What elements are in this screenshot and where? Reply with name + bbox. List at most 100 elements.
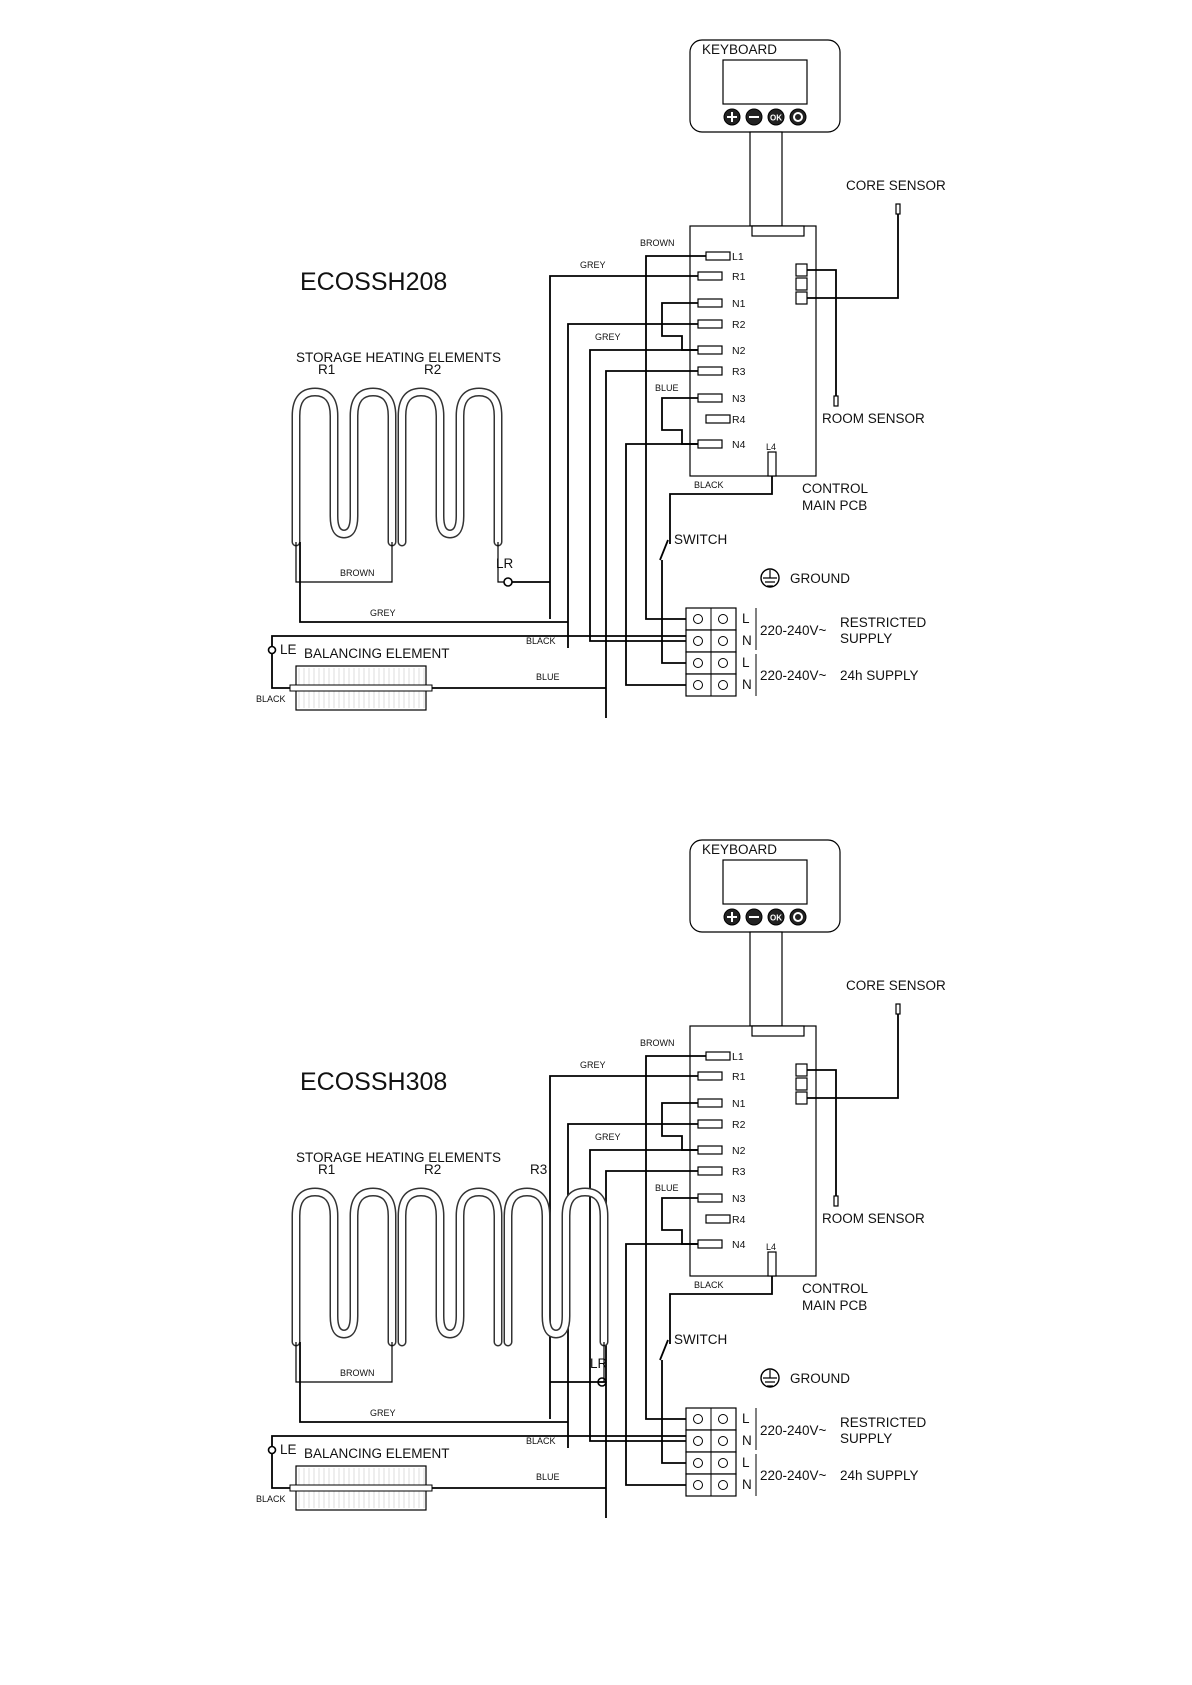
room-sensor-probe <box>833 395 839 407</box>
terminal-screw <box>693 658 703 668</box>
terminal-screw <box>718 680 728 690</box>
wire-grey-n2 <box>589 1149 698 1442</box>
terminal-screw <box>693 614 703 624</box>
room-sensor-wire <box>807 269 837 396</box>
label-grey-n2: GREY <box>595 332 621 342</box>
pcb-terminal-label-r2: R2 <box>732 319 746 331</box>
terminal-screw <box>693 680 703 690</box>
le-label: LE <box>280 642 297 657</box>
restricted-supply-label-1: RESTRICTED <box>840 615 927 630</box>
pcb-terminal-n2 <box>697 345 723 355</box>
keyboard-label: KEYBOARD <box>702 42 777 57</box>
pcb-terminal-n2 <box>697 1145 723 1155</box>
label-brown-elements: BROWN <box>340 1368 375 1378</box>
keyboard-ribbon-cable <box>749 131 783 227</box>
gear-glyph <box>793 112 803 122</box>
terminal-screw <box>718 1414 728 1424</box>
element-label-r3: R3 <box>530 1162 547 1177</box>
wire-grey-elements <box>299 1342 568 1423</box>
label-black-balancing: BLACK <box>256 1494 286 1504</box>
label-black-l4: BLACK <box>694 1280 724 1290</box>
lr-label: LR <box>496 556 514 571</box>
pcb-terminal-n1 <box>697 298 723 308</box>
supply-n-label: N <box>742 1433 752 1448</box>
keyboard-display <box>722 59 808 105</box>
lr-label: LR <box>590 1356 608 1371</box>
ok-glyph: OK <box>770 114 782 123</box>
wire-balancing-le <box>271 1454 290 1489</box>
plus-glyph <box>727 912 737 922</box>
ground-glyph <box>763 570 777 587</box>
terminal-screw <box>718 658 728 668</box>
core-sensor-wire <box>807 214 899 299</box>
room-sensor-probe <box>833 1195 839 1207</box>
ok-button-icon <box>767 108 785 126</box>
gear-glyph <box>793 912 803 922</box>
pcb-terminal-label-r1: R1 <box>732 271 746 283</box>
pcb-terminal-label-l1: L1 <box>732 1051 744 1063</box>
pcb-terminal-n4 <box>697 1239 723 1249</box>
core-sensor-wire <box>807 1014 899 1099</box>
le-cutout-icon <box>267 645 277 655</box>
pcb-terminal-l1 <box>705 251 731 261</box>
restricted-supply-label-2: SUPPLY <box>840 631 892 646</box>
switch-icon <box>659 539 669 561</box>
wire-r3 <box>605 370 698 718</box>
wire-switch-24h <box>661 560 686 664</box>
pcb-terminal-label-n3: N3 <box>732 1193 746 1205</box>
room-sensor-label: ROOM SENSOR <box>822 1211 925 1226</box>
supply-l2-label: L <box>742 1455 750 1470</box>
balancing-label: BALANCING ELEMENT <box>304 646 450 661</box>
settings-button-icon <box>789 108 807 126</box>
restricted-supply-label-2: SUPPLY <box>840 1431 892 1446</box>
wire-r2 <box>567 323 698 648</box>
pcb-terminal-label-l1: L1 <box>732 251 744 263</box>
terminal-screw <box>693 1480 703 1490</box>
sensor-connector <box>795 277 808 291</box>
balancing-rod <box>289 1484 433 1492</box>
balancing-rod <box>289 684 433 692</box>
terminal-screw <box>693 636 703 646</box>
label-blue-n3: BLUE <box>655 383 679 393</box>
storage-element-1-inner <box>293 1189 395 1345</box>
sensor-connector <box>795 1091 808 1105</box>
wire-black-l4 <box>669 476 773 544</box>
pcb-terminal-r2 <box>697 319 723 329</box>
storage-element-3-inner <box>505 1189 607 1345</box>
supply-n2-label: N <box>742 1477 752 1492</box>
label-grey-elements: GREY <box>370 1408 396 1418</box>
pcb-terminal-n3 <box>697 1193 723 1203</box>
wire-r3 <box>605 1170 698 1518</box>
label-brown-elements: BROWN <box>340 568 375 578</box>
storage-element-1 <box>291 387 397 547</box>
wire-le-black <box>271 635 686 646</box>
supply-24h-label: 24h SUPPLY <box>840 1468 919 1483</box>
pcb-label-line1: CONTROL <box>802 481 868 496</box>
pcb-terminal-label-n2: N2 <box>732 1145 746 1157</box>
elements-title: STORAGE HEATING ELEMENTS <box>296 1150 501 1165</box>
pcb-terminal-r4 <box>705 1214 731 1224</box>
wire-brown-l1 <box>645 1055 706 1420</box>
ground-label: GROUND <box>790 571 850 586</box>
pcb-connector <box>751 225 805 237</box>
wire-brown-l1 <box>645 255 706 620</box>
pcb-terminal-label-l4: L4 <box>766 442 776 452</box>
ok-button-icon <box>767 908 785 926</box>
label-brown-l1: BROWN <box>640 1038 675 1048</box>
pcb-terminal-r1 <box>697 271 723 281</box>
supply-l2-label: L <box>742 655 750 670</box>
storage-element-1-inner <box>293 389 395 545</box>
pcb-terminal-r3 <box>697 1166 723 1176</box>
room-sensor-wire <box>807 1069 837 1196</box>
supply24-voltage: 220-240V~ <box>760 668 827 683</box>
terminal-screw <box>718 636 728 646</box>
ok-glyph: OK <box>770 914 782 923</box>
label-blue-balancing: BLUE <box>536 672 560 682</box>
switch-icon <box>659 1339 669 1361</box>
wire-switch-24h <box>661 1360 686 1464</box>
pcb-terminal-label-l4: L4 <box>766 1242 776 1252</box>
label-grey-r1: GREY <box>580 1060 606 1070</box>
switch-label: SWITCH <box>674 1332 727 1347</box>
le-cutout-icon <box>267 1445 277 1455</box>
